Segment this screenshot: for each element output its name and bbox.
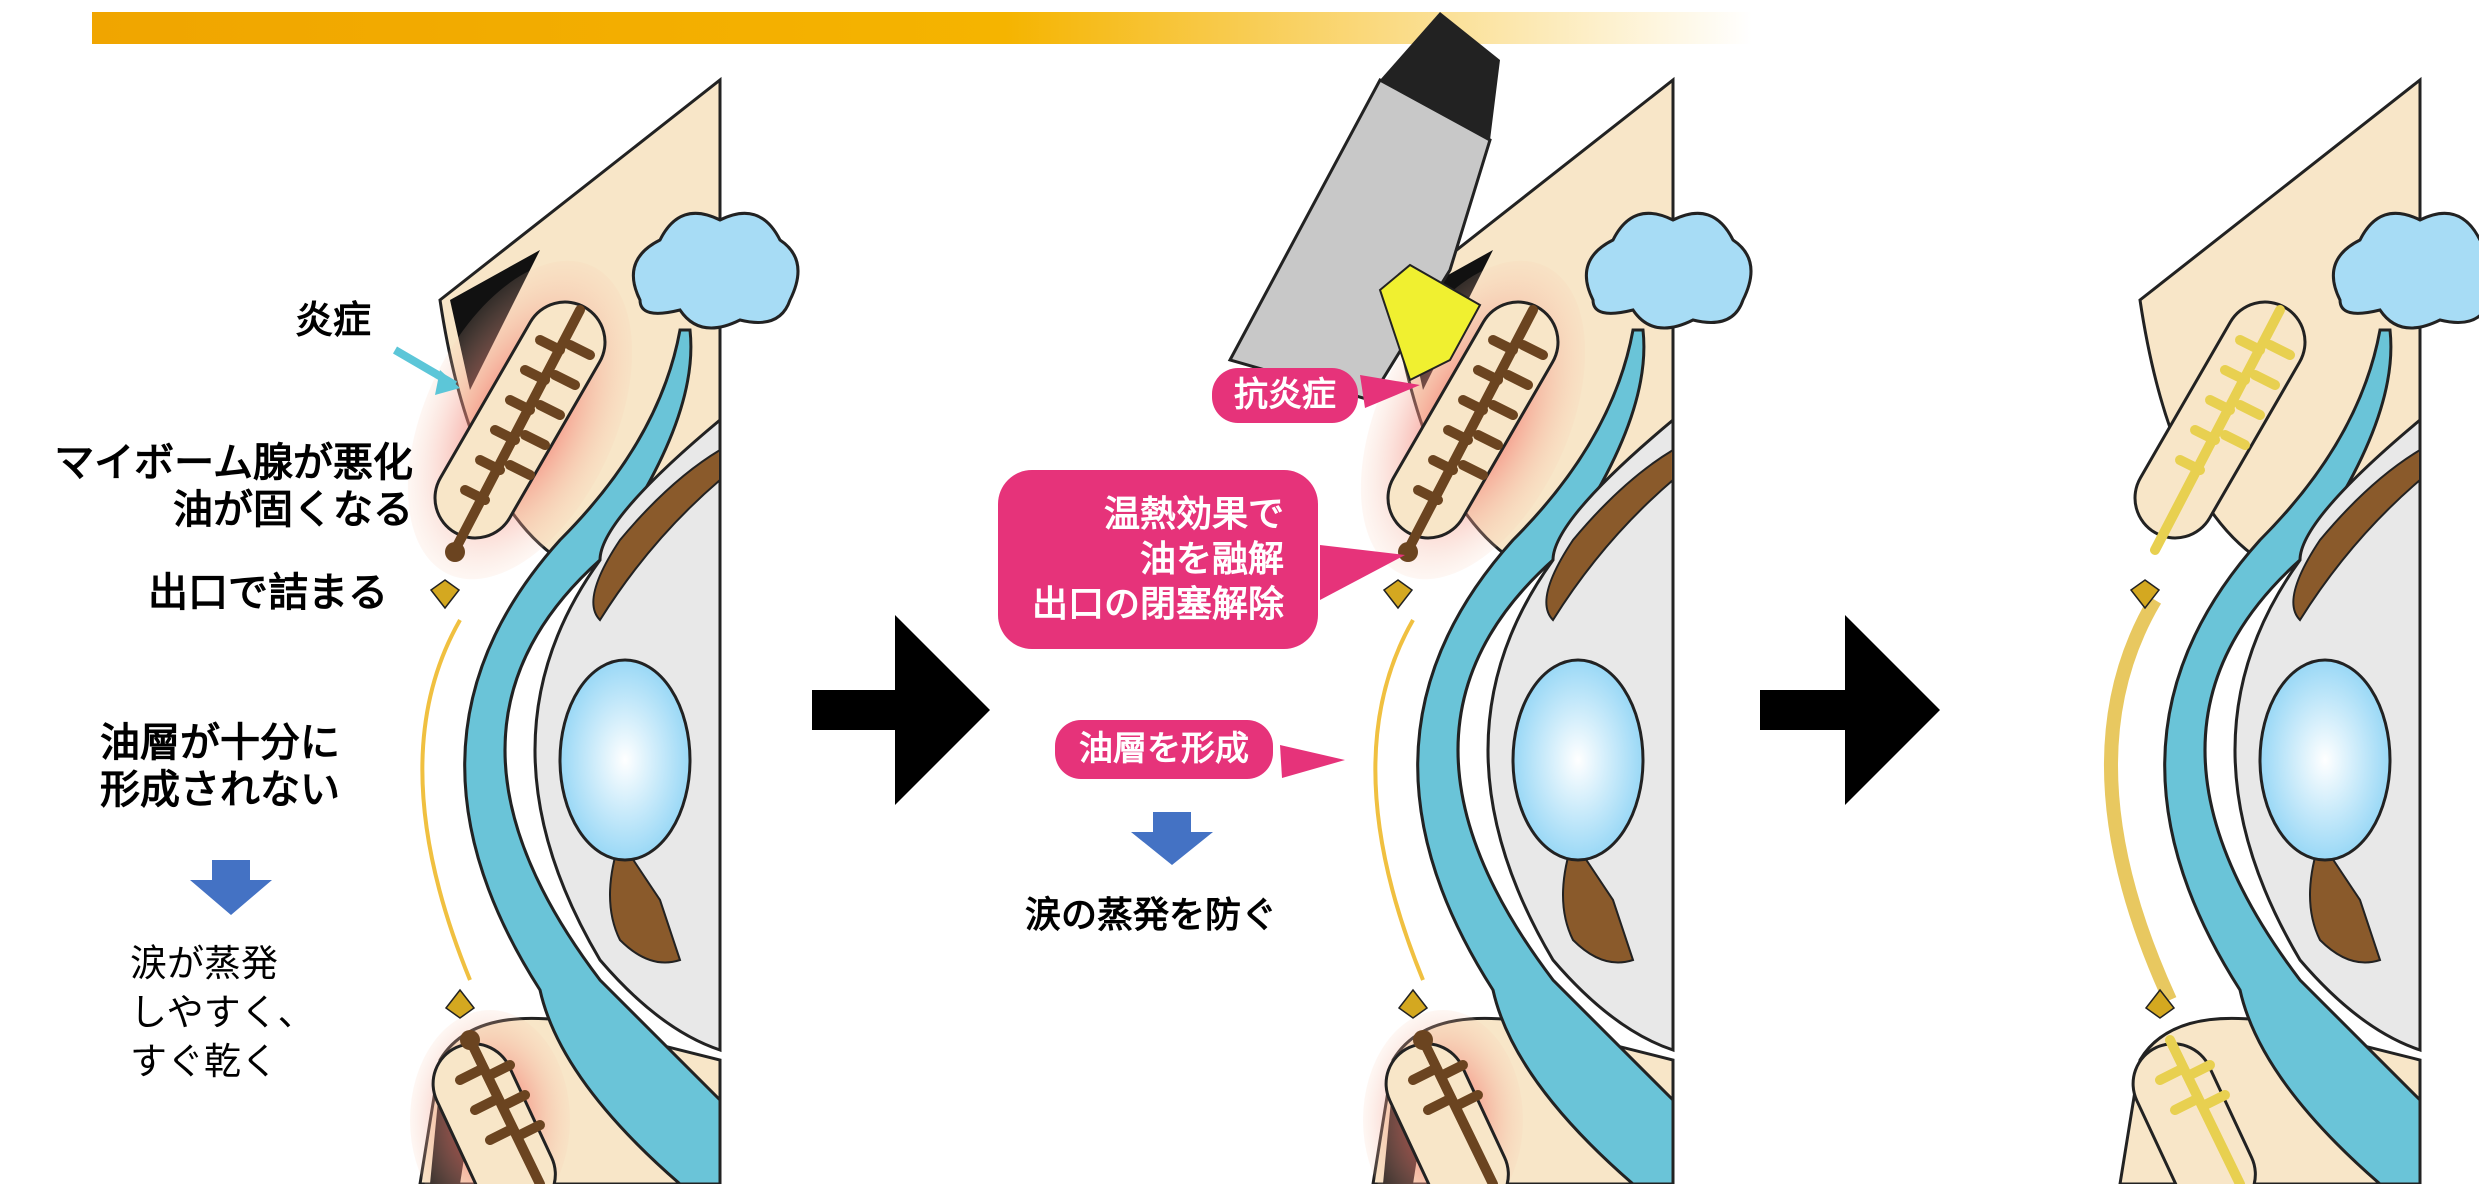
- header-bar: [92, 12, 1752, 44]
- callout-form-oil-layer: 油層を形成: [1055, 720, 1273, 779]
- label-gland-worsened: マイボーム腺が悪化 油が固くなる: [54, 440, 413, 534]
- callout-anti-inflammation: 抗炎症: [1212, 368, 1358, 423]
- label-oil-layer-insufficient: 油層が十分に 形成されない: [100, 720, 340, 814]
- label-outlet-blocked: 出口で詰まる: [148, 570, 388, 616]
- label-inflammation: 炎症: [295, 298, 372, 342]
- label-tears-evaporate: 涙が蒸発 しやすく、 すぐ乾く: [130, 942, 315, 1083]
- callout-heat-effect: 温熱効果で 油を融解 出口の閉塞解除: [998, 470, 1319, 649]
- label-prevent-evaporation: 涙の蒸発を防ぐ: [1025, 895, 1278, 936]
- device-icon: [1227, 12, 1500, 402]
